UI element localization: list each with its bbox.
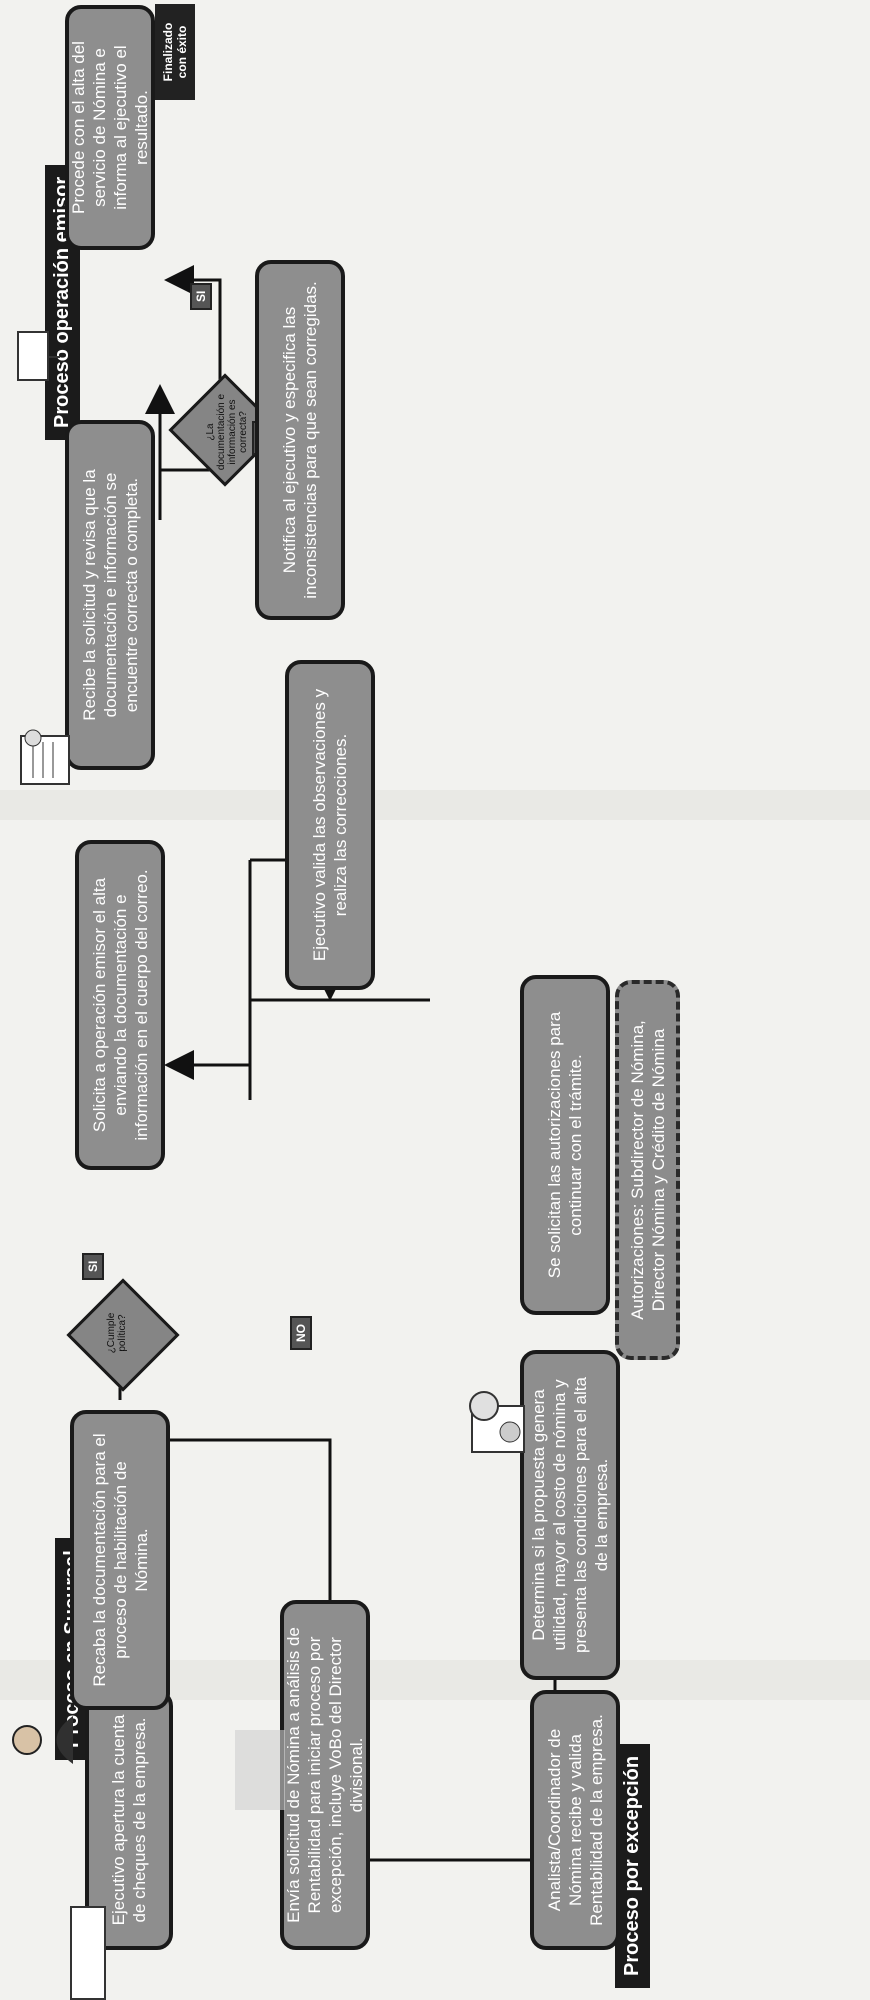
step-solicitan-autorizaciones: Se solicitan las autorizaciones para con…: [520, 975, 610, 1315]
decision-label-politica: ¿Cumple política?: [106, 1312, 128, 1354]
step-text: Ejecutivo valida las observaciones y rea…: [310, 688, 350, 962]
step-text: Ejecutivo apertura la cuenta de cheques …: [109, 1714, 149, 1926]
step-recaba-documentacion: Recaba la documentación para el proceso …: [70, 1410, 170, 1710]
step-valida-observaciones: Ejecutivo valida las observaciones y rea…: [285, 660, 375, 990]
step-text: Solicita a operación emisor el alta envi…: [89, 869, 151, 1141]
step-analista-valida: Analista/Coordinador de Nómina recibe y …: [530, 1690, 620, 1950]
step-text: Determina si la propuesta genera utilida…: [529, 1377, 611, 1653]
tag-si-documentacion: SI: [190, 282, 212, 310]
decision-label-documentacion: ¿La documentación e información es corre…: [205, 393, 249, 471]
tag-no-politica: NO: [290, 1316, 312, 1350]
step-recibe-solicitud: Recibe la solicitud y revisa que la docu…: [65, 420, 155, 770]
step-envia-rentabilidad: Envía solicitud de Nómina a análisis de …: [280, 1600, 370, 1950]
step-solicita-alta: Solicita a operación emisor el alta envi…: [75, 840, 165, 1170]
document-mail-icon: [20, 729, 70, 785]
tag-si-politica: SI: [82, 1252, 104, 1280]
step-text: Envía solicitud de Nómina a análisis de …: [284, 1627, 366, 1923]
step-text: Recibe la solicitud y revisa que la docu…: [79, 469, 141, 721]
step-text: Procede con el alta del servicio de Nómi…: [69, 41, 151, 214]
step-notifica-inconsistencias: Notifica al ejecutivo y especifica las i…: [255, 260, 345, 620]
step-determina-utilidad: Determina si la propuesta genera utilida…: [520, 1350, 620, 1680]
money-analysis-icon: [469, 1391, 525, 1453]
blurred-image-icon: [235, 1730, 285, 1810]
presentation-board-icon: [17, 331, 60, 381]
step-text: Recaba la documentación para el proceso …: [89, 1433, 151, 1687]
executive-person-icon: [12, 1716, 73, 1764]
step-text: Notifica al ejecutivo y especifica las i…: [280, 281, 320, 599]
step-alta-servicio: Procede con el alta del servicio de Nómi…: [65, 5, 155, 250]
step-text: Se solicitan las autorizaciones para con…: [545, 1011, 585, 1279]
title-excepcion: Proceso por excepción: [615, 1743, 650, 1988]
finalizado-exito-badge: Finalizado con éxito: [155, 4, 195, 100]
step-text: Autorizaciones: Subdirector de Nómina, D…: [627, 1020, 668, 1320]
blank-label-box: [70, 1906, 106, 2000]
step-text: Analista/Coordinador de Nómina recibe y …: [544, 1714, 606, 1926]
step-autorizaciones-lista: Autorizaciones: Subdirector de Nómina, D…: [615, 980, 680, 1360]
